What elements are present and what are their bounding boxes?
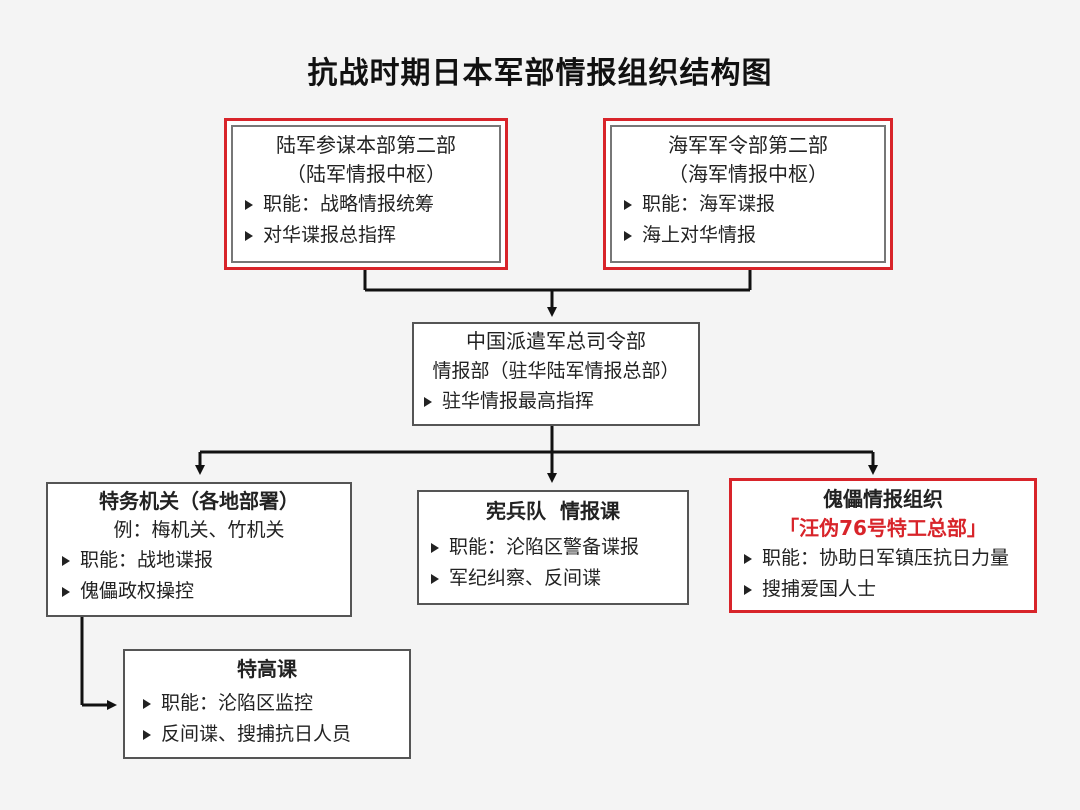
army-bullet: 职能：战略情报统筹 xyxy=(245,189,487,220)
army-head-1: 陆军参谋本部第二部 xyxy=(276,133,456,157)
puppet-head-1: 傀儡情报组织 xyxy=(823,487,943,511)
bullet-triangle-icon xyxy=(744,553,752,564)
bullet-triangle-icon xyxy=(431,542,439,553)
puppet-bullet: 职能：协助日军镇压抗日力量 xyxy=(744,543,1022,574)
bullet-triangle-icon xyxy=(245,230,253,241)
tokumu-kikan-box: 特务机关（各地部署） 例：梅机关、竹机关 职能：战地谍报 傀儡政权操控 xyxy=(46,482,352,617)
bullet-triangle-icon xyxy=(143,698,151,709)
china-hq-box: 中国派遣军总司令部 情报部（驻华陆军情报总部） 驻华情报最高指挥 xyxy=(412,322,700,426)
bullet-triangle-icon xyxy=(62,586,70,597)
navy-bullet: 职能：海军谍报 xyxy=(624,189,872,220)
tokko-bullet: 职能：沦陷区监控 xyxy=(143,688,391,719)
bullet-triangle-icon xyxy=(624,199,632,210)
kempeitai-box: 宪兵队 情报课 职能：沦陷区警备谍报 军纪纠察、反间谍 xyxy=(417,490,689,605)
kempei-bullet: 军纪纠察、反间谍 xyxy=(431,563,675,594)
navy-head-1: 海军军令部第二部 xyxy=(668,133,828,157)
tokumu-bullet: 职能：战地谍报 xyxy=(62,545,336,576)
kempei-head-1: 宪兵队 情报课 xyxy=(486,499,620,523)
tokumu-bullet: 傀儡政权操控 xyxy=(62,576,336,607)
army-head-2: （陆军情报中枢） xyxy=(286,162,446,186)
china-head-2: 情报部（驻华陆军情报总部） xyxy=(432,360,680,382)
bullet-triangle-icon xyxy=(62,555,70,566)
china-head-1: 中国派遣军总司令部 xyxy=(466,329,646,353)
tokumu-head-2: 例：梅机关、竹机关 xyxy=(113,519,285,541)
china-bullet: 驻华情报最高指挥 xyxy=(424,386,688,416)
puppet-intel-box: 傀儡情报组织 「汪伪76号特工总部」 职能：协助日军镇压抗日力量 搜捕爱国人士 xyxy=(729,478,1037,613)
tokko-bullet: 反间谍、搜捕抗日人员 xyxy=(143,719,391,750)
navy-bullet: 海上对华情报 xyxy=(624,220,872,251)
kempei-bullet: 职能：沦陷区警备谍报 xyxy=(431,532,675,563)
bullet-triangle-icon xyxy=(143,729,151,740)
army-intel-box: 陆军参谋本部第二部 （陆军情报中枢） 职能：战略情报统筹 对华谍报总指挥 xyxy=(224,118,508,270)
puppet-head-2: 「汪伪76号特工总部」 xyxy=(779,516,987,540)
tokumu-head-1: 特务机关（各地部署） xyxy=(99,489,299,513)
bullet-triangle-icon xyxy=(431,573,439,584)
page-title: 抗战时期日本军部情报组织结构图 xyxy=(307,56,773,91)
bullet-triangle-icon xyxy=(744,584,752,595)
navy-intel-box: 海军军令部第二部 （海军情报中枢） 职能：海军谍报 海上对华情报 xyxy=(603,118,893,270)
puppet-bullet: 搜捕爱国人士 xyxy=(744,574,1022,605)
tokko-box: 特高课 职能：沦陷区监控 反间谍、搜捕抗日人员 xyxy=(123,649,411,759)
bullet-triangle-icon xyxy=(424,396,432,407)
tokko-head-1: 特高课 xyxy=(237,657,297,681)
navy-head-2: （海军情报中枢） xyxy=(668,162,828,186)
bullet-triangle-icon xyxy=(245,199,253,210)
army-bullet: 对华谍报总指挥 xyxy=(245,220,487,251)
bullet-triangle-icon xyxy=(624,230,632,241)
